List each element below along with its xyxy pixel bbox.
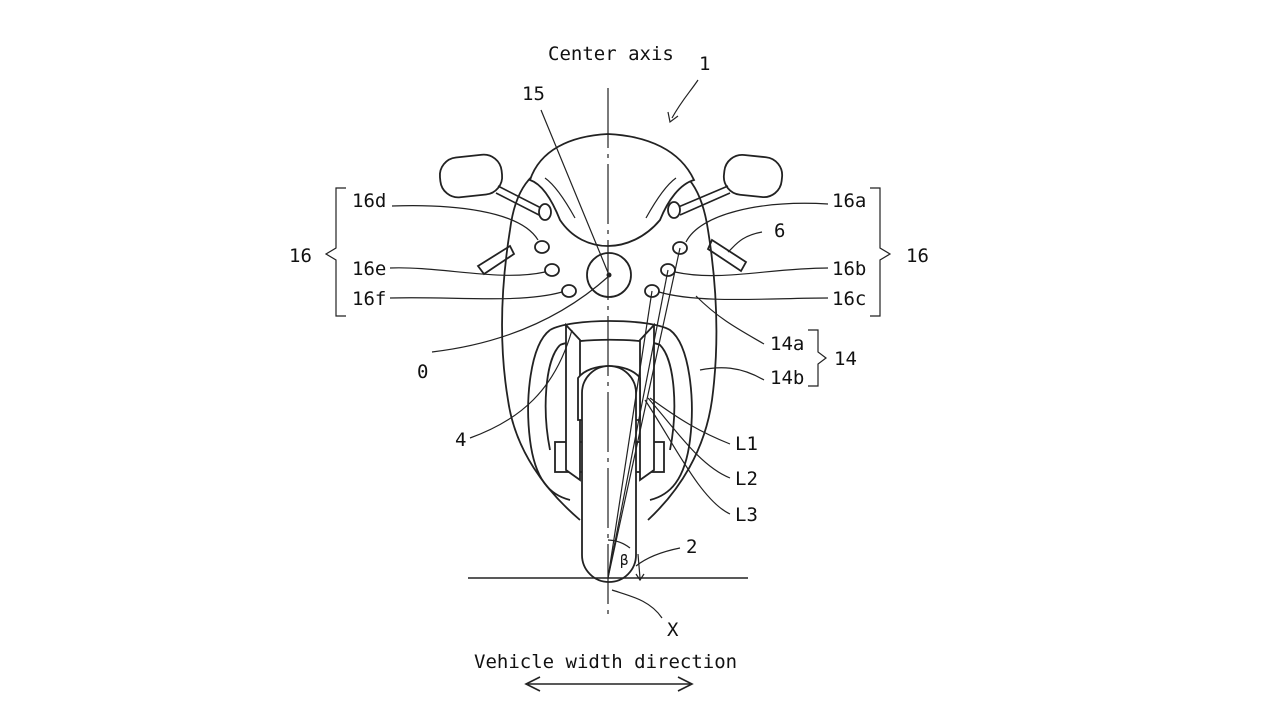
label-4: 4 <box>455 429 466 451</box>
label-0: 0 <box>417 361 428 383</box>
angle-beta-arc <box>607 539 631 549</box>
bracket-14 <box>808 329 827 387</box>
front-wheel <box>581 365 637 583</box>
label-16e: 16e <box>352 258 386 280</box>
label-16f: 16f <box>352 288 386 310</box>
label-16-right: 16 <box>906 245 929 267</box>
lower-cowl-14a <box>559 338 676 451</box>
label-L1: L1 <box>735 433 758 455</box>
label-vehicle-width-direction: Vehicle width direction <box>474 651 737 673</box>
bracket-16-right <box>870 187 892 317</box>
label-15: 15 <box>522 83 545 105</box>
left-handlebar <box>476 244 516 276</box>
label-14a: 14a <box>770 333 804 355</box>
label-1: 1 <box>699 53 710 75</box>
line-L3 <box>607 247 681 579</box>
label-L2: L2 <box>735 468 758 490</box>
line-L1 <box>607 290 653 579</box>
label-16b: 16b <box>832 258 866 280</box>
lamp-16f <box>561 284 577 298</box>
right-handlebar <box>706 238 748 273</box>
label-14b: 14b <box>770 367 804 389</box>
label-center-axis: Center axis <box>548 43 674 65</box>
bracket-16-left <box>324 187 346 317</box>
lamp-16d <box>534 240 550 254</box>
label-X: X <box>667 619 679 641</box>
front-fairing <box>501 159 718 521</box>
lower-cowl-14b <box>549 320 693 501</box>
label-6: 6 <box>774 220 785 242</box>
label-16d: 16d <box>352 190 386 212</box>
right-mirror <box>667 153 784 219</box>
label-14: 14 <box>834 348 857 370</box>
vehicle-width-arrow <box>524 676 694 692</box>
label-16-left: 16 <box>289 245 312 267</box>
label-16c: 16c <box>832 288 866 310</box>
label-beta: β <box>620 553 628 569</box>
label-2: 2 <box>686 536 697 558</box>
motorcycle-drawing <box>438 133 784 583</box>
label-L3: L3 <box>735 504 758 526</box>
line-L2 <box>607 269 669 579</box>
label-16a: 16a <box>832 190 866 212</box>
lamp-16e <box>544 263 560 277</box>
reference-lines <box>468 88 748 620</box>
left-mirror <box>438 153 552 221</box>
front-fork <box>565 322 581 482</box>
windscreen <box>528 133 696 247</box>
leader-lines <box>389 79 829 619</box>
brackets <box>324 187 892 387</box>
labels: Center axis 1 15 16 16d 16e 16f 16a 16b … <box>289 43 929 673</box>
